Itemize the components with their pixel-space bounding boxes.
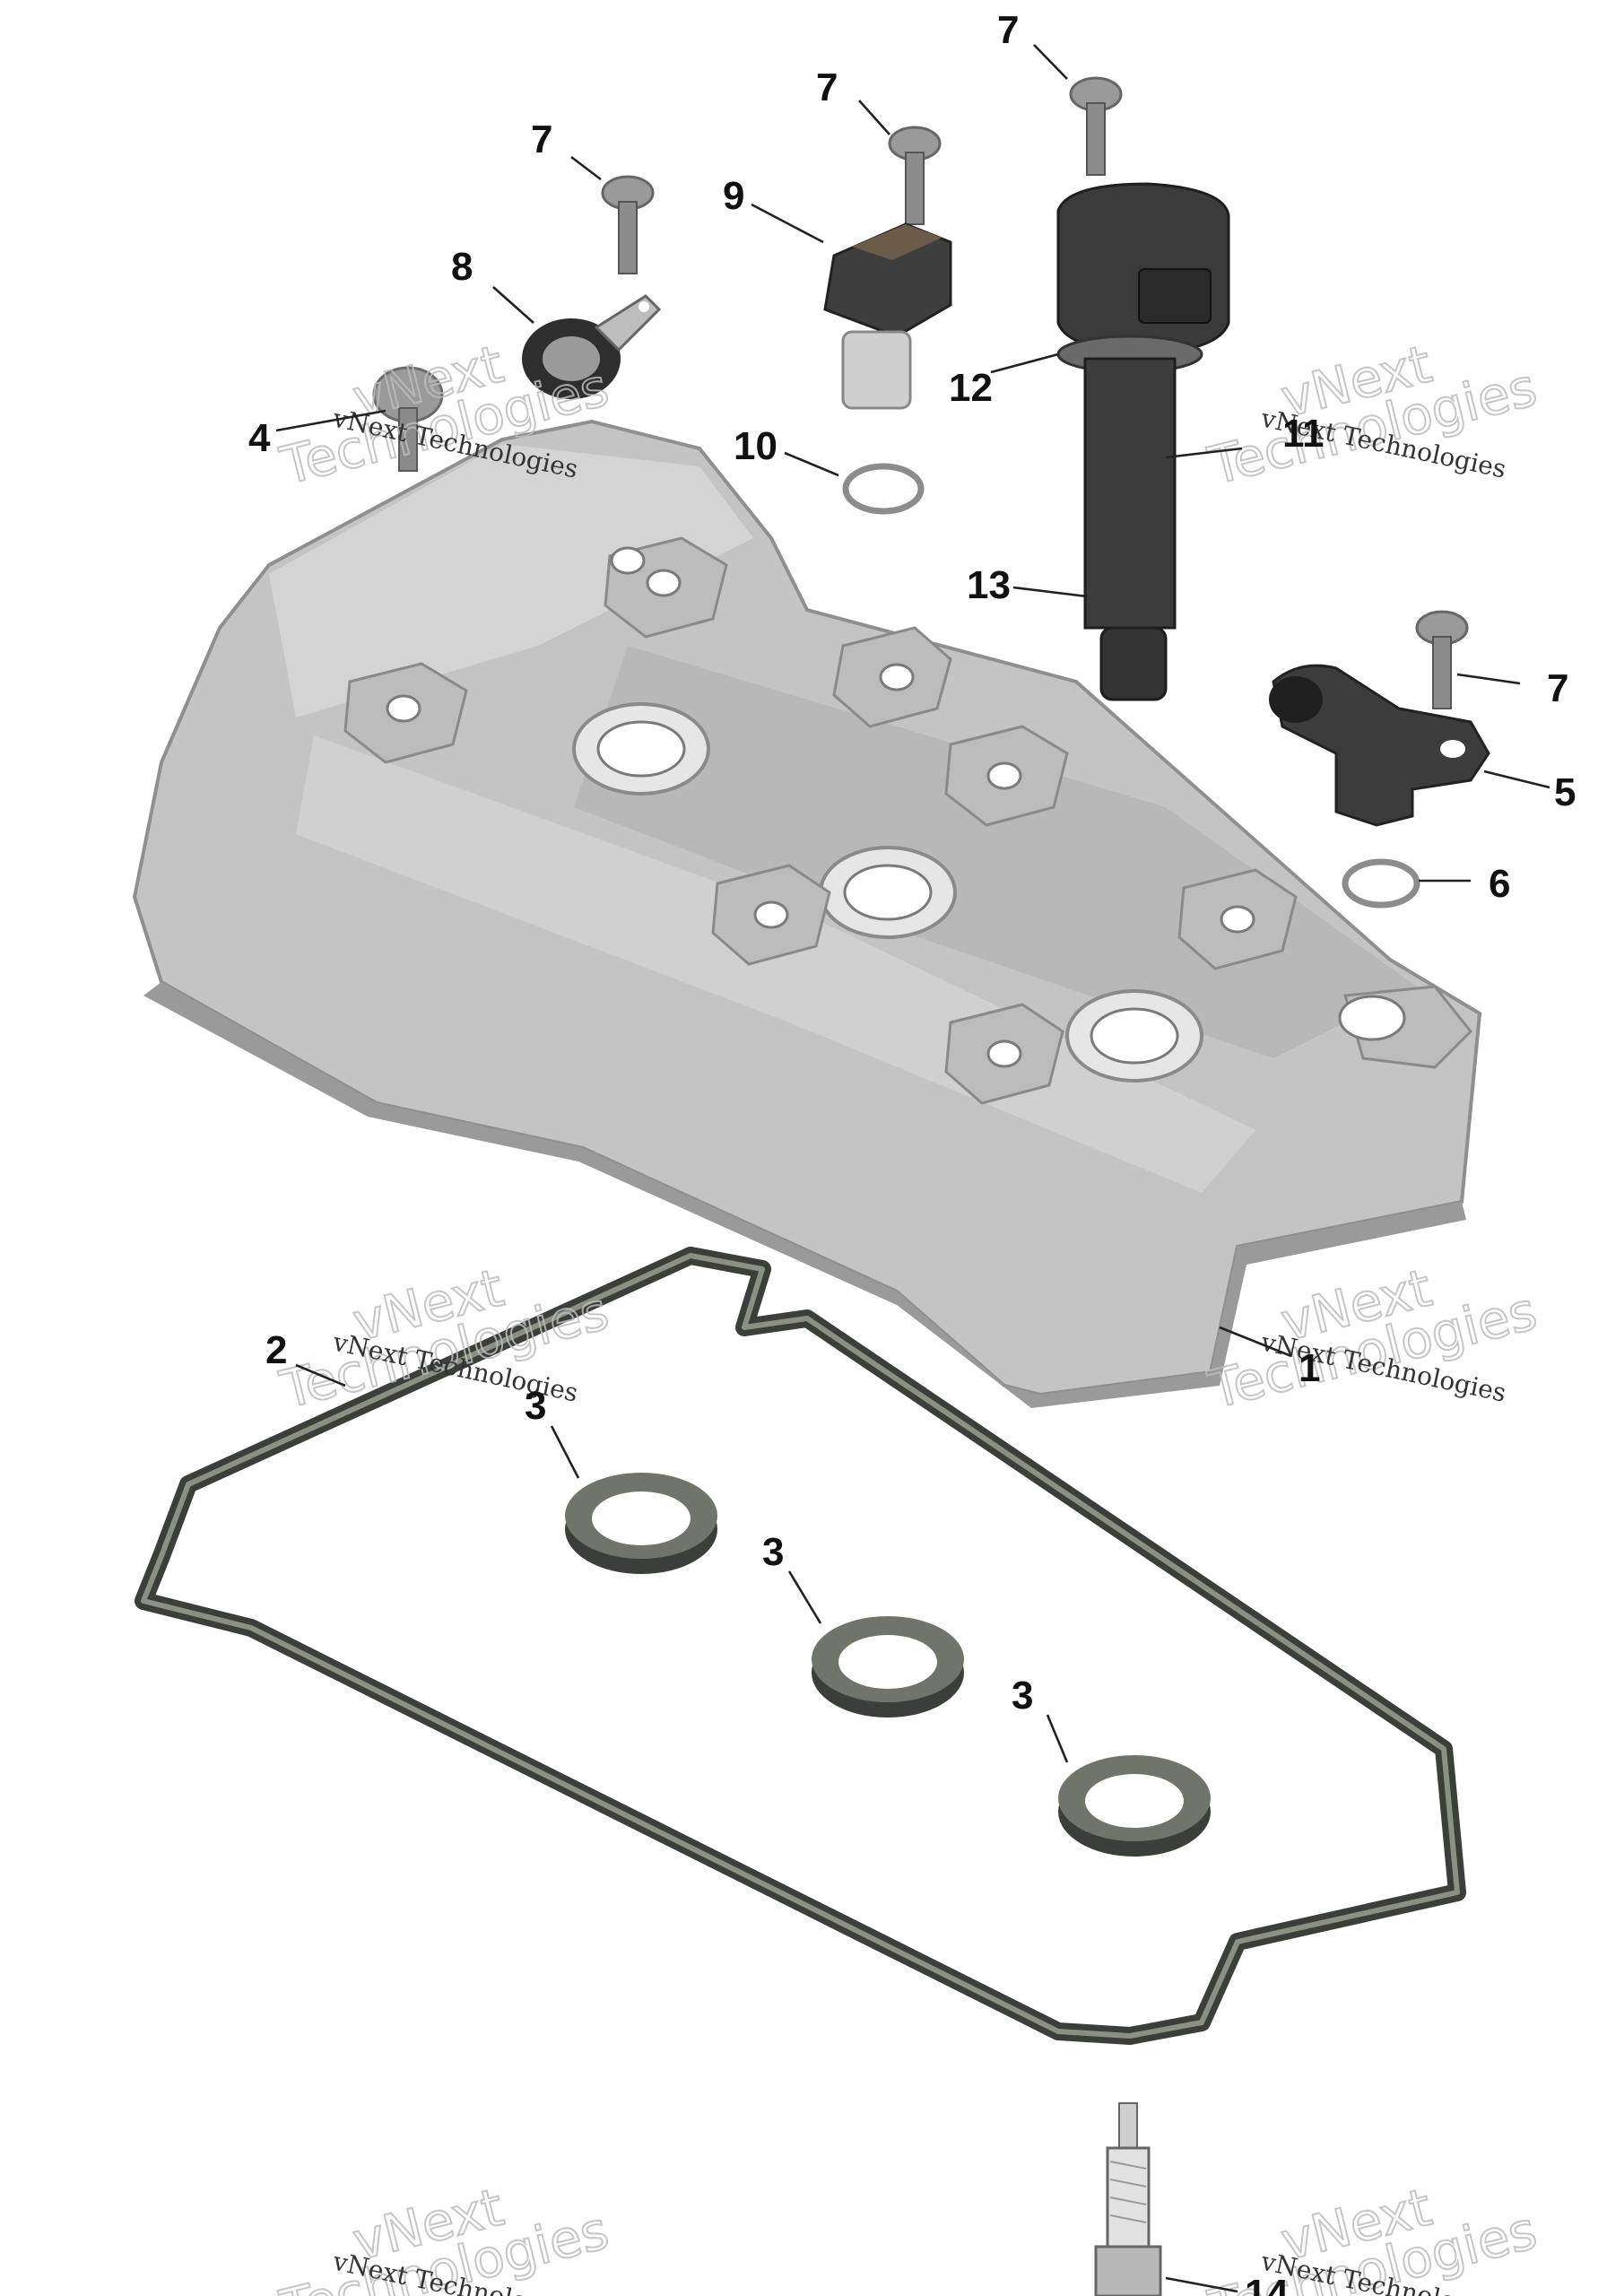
cover-bolt-holes xyxy=(386,546,1406,1068)
valve-cover xyxy=(132,419,1482,1408)
breather-fitting xyxy=(372,366,444,472)
tube-seal-3 xyxy=(1058,1755,1211,1857)
callout-12: 12 xyxy=(949,366,993,410)
leader-lines xyxy=(275,44,1551,2293)
sensor-adapter-housing xyxy=(1269,664,1490,827)
callout-11: 11 xyxy=(1282,412,1325,456)
callout-1: 1 xyxy=(1299,1346,1320,1390)
callout-7a: 7 xyxy=(531,117,552,161)
spark-plug-well-3 xyxy=(1065,989,1203,1083)
watermark-top-right: vNext Technologies vNext Technologies xyxy=(1202,333,1543,498)
spark-plug-well-2 xyxy=(819,846,957,939)
callout-5: 5 xyxy=(1554,770,1576,814)
screw-4 xyxy=(1415,610,1469,709)
callout-13: 13 xyxy=(967,563,1011,607)
callout-7b: 7 xyxy=(816,65,838,109)
cable-clamp xyxy=(522,294,662,399)
watermark-middle-left: vNext Technologies vNext Technologies xyxy=(274,1257,615,1422)
tube-seal-1 xyxy=(565,1473,717,1574)
ignition-coil xyxy=(1056,182,1230,701)
cover-bolt-bosses xyxy=(343,536,1473,1105)
screw-1 xyxy=(601,175,655,274)
callout-3c: 3 xyxy=(1012,1674,1033,1718)
tube-seal-2 xyxy=(812,1616,964,1718)
spark-plug xyxy=(1094,2102,1162,2296)
callout-8: 8 xyxy=(451,245,473,289)
watermark-middle-right: vNext Technologies vNext Technologies xyxy=(1202,1257,1543,1422)
callout-2: 2 xyxy=(265,1328,287,1372)
callouts: 1 2 3 3 3 4 5 6 7 7 7 7 8 9 10 11 12 13 … xyxy=(248,8,1576,2296)
callout-9: 9 xyxy=(723,174,744,218)
screw-3 xyxy=(1069,76,1123,176)
camshaft-position-sensor xyxy=(823,222,952,410)
valve-cover-gasket xyxy=(135,1247,1466,2045)
callout-7c: 7 xyxy=(997,8,1019,52)
callout-7d: 7 xyxy=(1547,666,1568,710)
callout-3b: 3 xyxy=(762,1530,784,1574)
spark-plug-well-1 xyxy=(572,702,710,796)
o-ring-sensor xyxy=(842,463,925,515)
callout-10: 10 xyxy=(734,424,777,468)
watermark-bottom-left: vNext Technologies vNext Technologies xyxy=(274,2176,615,2296)
screw-2 xyxy=(888,126,942,225)
o-ring-small xyxy=(1342,858,1420,909)
callout-14: 14 xyxy=(1245,2272,1289,2296)
callout-4: 4 xyxy=(248,416,271,460)
callout-3a: 3 xyxy=(525,1384,546,1428)
callout-6: 6 xyxy=(1489,862,1510,906)
